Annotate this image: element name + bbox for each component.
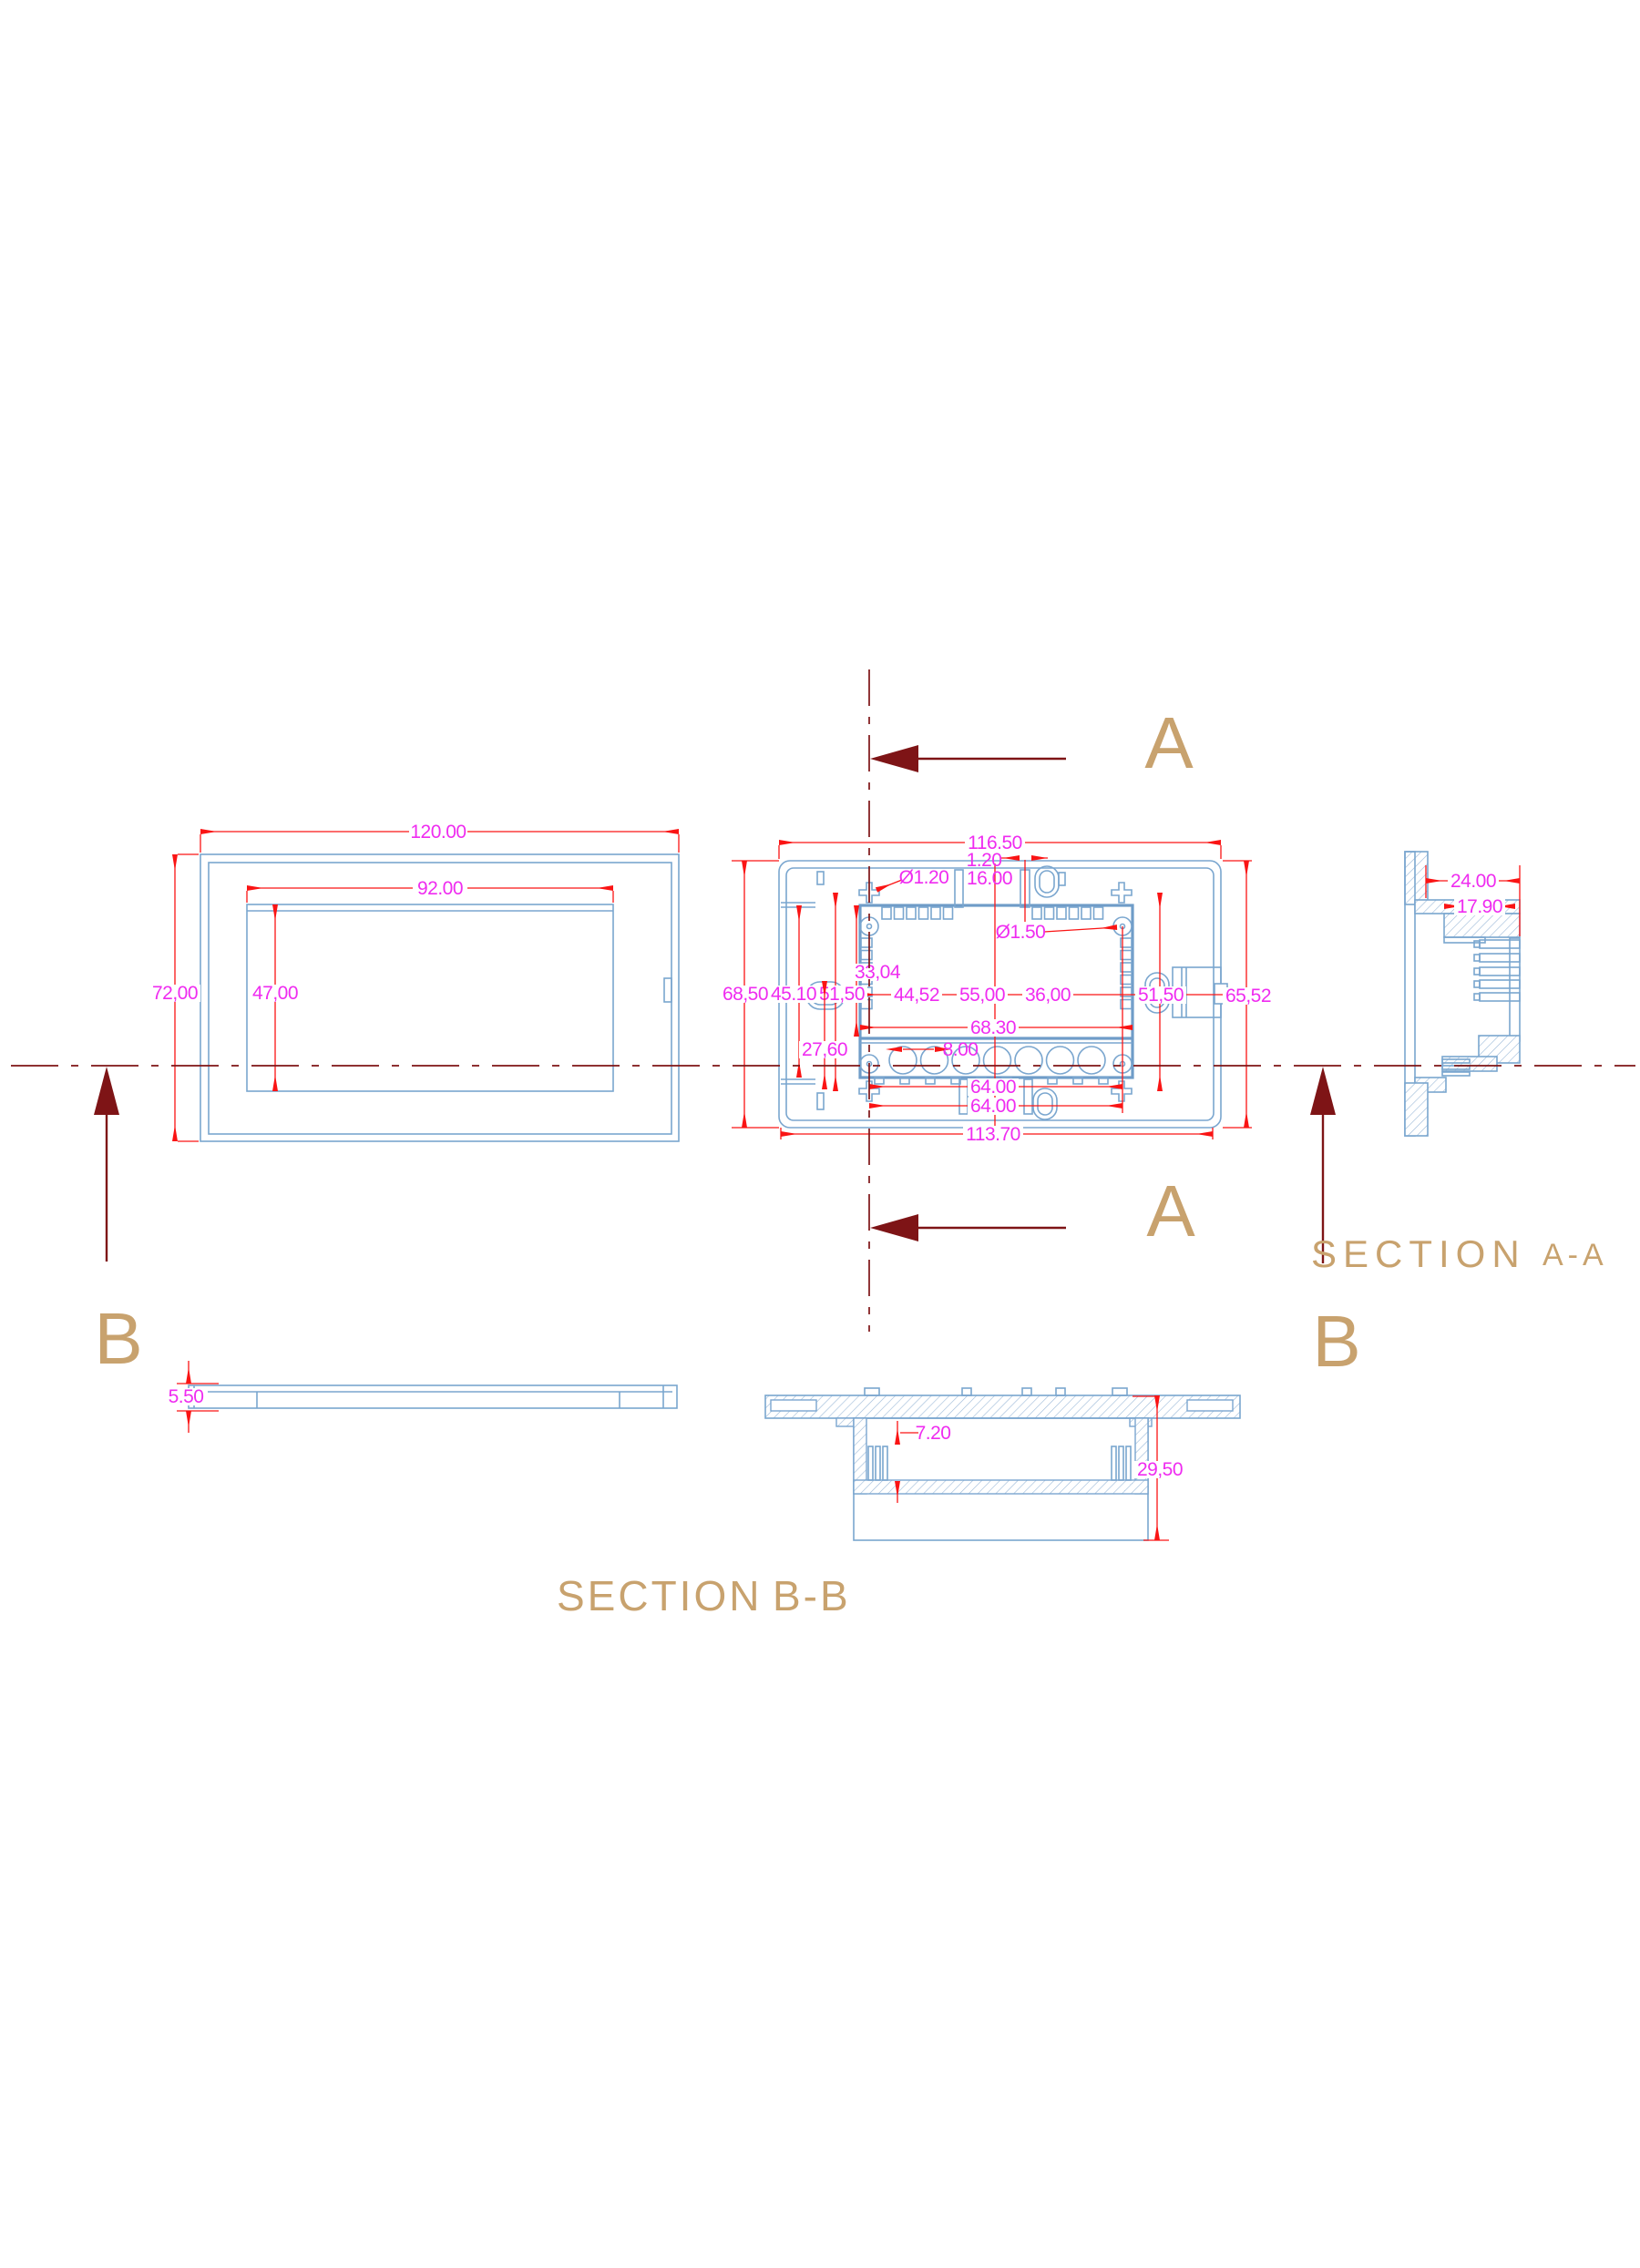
bottom-slot-right [1023, 1078, 1033, 1115]
connector-fins [1473, 939, 1521, 1002]
front-side-notch [663, 977, 672, 1003]
cut-label-a-top: A [1144, 702, 1194, 783]
section-bb-body: 7.20 29,50 [764, 1387, 1241, 1541]
dim-inner-height: 45.10 [771, 984, 816, 1005]
dim-back-overall-width: 116.50 [968, 833, 1022, 853]
bb-body-geometry [764, 1387, 1241, 1541]
dim-body-width: 113.70 [966, 1124, 1020, 1145]
dim-pocket-width: 68.30 [970, 1017, 1016, 1038]
section-aa-view: 24.00 17.90 [1404, 851, 1521, 1137]
bb-panel-geometry [188, 1384, 678, 1409]
section-arrow-a-bottom [870, 1214, 1066, 1241]
section-aa-dimensions: 24.00 17.90 [1425, 865, 1521, 936]
section-aa-geometry [1404, 851, 1521, 1137]
dim-overall-height-right: 65,52 [1225, 986, 1271, 1006]
top-slot-left [954, 869, 964, 908]
dim-screw-span-bottom: 64.00 [970, 1096, 1016, 1117]
dim-pocket-height: 33,04 [855, 962, 901, 983]
dim-aa-inner-depth: 17.90 [1457, 896, 1502, 917]
annotations: A A B B SECTION A-A SECTION B-B [94, 702, 1608, 1619]
dim-hole-pitch: 8.00 [943, 1039, 979, 1060]
dim-aa-depth: 24.00 [1450, 871, 1496, 892]
front-view-geometry [200, 853, 680, 1142]
section-bb-panel: 5.50 [166, 1361, 678, 1433]
bb-panel-dimension: 5.50 [166, 1361, 219, 1433]
dim-hole-boss: Ø1.50 [996, 922, 1046, 943]
dim-overall-height-left: 68,50 [723, 984, 768, 1005]
section-arrows [94, 745, 1336, 1263]
back-view: 116.50 1.20 Ø1.20 16.00 Ø1.50 33,04 [720, 833, 1274, 1145]
dim-chain-left: 44,52 [894, 985, 939, 1006]
dim-right-slot-height: 51,50 [1138, 985, 1184, 1006]
bb-body-dimensions: 7.20 29,50 [895, 1395, 1185, 1541]
cut-label-a-bottom: A [1146, 1170, 1195, 1251]
dim-bb-depth: 29,50 [1137, 1459, 1183, 1480]
section-bb-suffix: B-B [773, 1572, 851, 1619]
dim-slot-gap: 1.20 [967, 850, 1002, 871]
section-bb-title: SECTION [557, 1572, 762, 1619]
section-arrow-a-top [870, 745, 1066, 772]
dim-slot-pitch: 16.00 [967, 868, 1012, 889]
dim-front-opening-height: 47,00 [252, 983, 298, 1004]
dim-chain-right: 36,00 [1025, 985, 1071, 1006]
dim-front-overall-height: 72,00 [152, 983, 198, 1004]
bb-inner-combs [867, 1446, 1132, 1481]
front-view: 120.00 92.00 72,00 47,00 [149, 822, 680, 1142]
back-view-dimensions: 116.50 1.20 Ø1.20 16.00 Ø1.50 33,04 [720, 833, 1274, 1145]
dim-bb-step: 7.20 [916, 1423, 951, 1444]
dim-terminal-height: 27,60 [802, 1039, 847, 1060]
dim-screw-span-top: 64.00 [970, 1077, 1016, 1098]
dim-hole-small: Ø1.20 [899, 867, 949, 888]
dim-front-opening-width: 92.00 [417, 878, 463, 899]
dim-front-overall-width: 120.00 [410, 822, 466, 843]
section-aa-title: SECTION [1311, 1232, 1526, 1275]
dim-left-slot-height: 51,50 [819, 984, 865, 1005]
front-view-dimensions: 120.00 92.00 72,00 47,00 [149, 822, 680, 1142]
cut-label-b-left: B [94, 1298, 142, 1379]
centerlines [11, 669, 1635, 1332]
cut-label-b-right: B [1312, 1301, 1360, 1382]
section-arrow-b-right [1310, 1067, 1336, 1263]
bottom-slot-left [958, 1078, 969, 1115]
section-arrow-b-left [94, 1067, 119, 1262]
section-aa-suffix: A-A [1543, 1238, 1608, 1272]
dim-bb-panel-thickness: 5.50 [169, 1386, 204, 1407]
dim-chain-mid: 55,00 [959, 985, 1005, 1006]
terminal-holes [888, 1046, 1106, 1075]
